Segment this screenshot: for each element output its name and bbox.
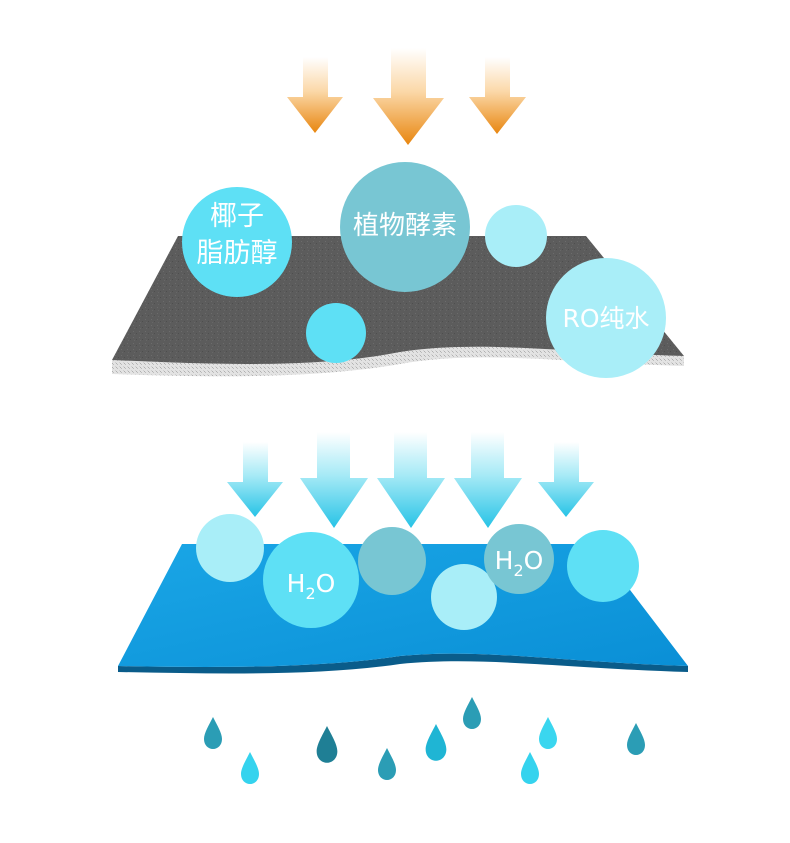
sheet-edge-shadow	[118, 653, 688, 674]
water-droplets	[204, 697, 645, 784]
water-drop-icon	[627, 723, 645, 755]
small-bubble	[196, 514, 264, 582]
small-bubble	[358, 527, 426, 595]
arrow-down-icon	[469, 57, 526, 134]
water-drop-icon	[521, 752, 539, 784]
water-drop-icon	[204, 717, 222, 749]
arrow-down-icon	[454, 432, 522, 528]
coconut-alcohol-bubble	[182, 187, 292, 297]
h2o-label: H2O	[495, 546, 544, 580]
water-drop-icon	[378, 748, 396, 780]
water-drop-icon	[241, 752, 259, 784]
small-bubble	[306, 303, 366, 363]
bottom-bubbles: H2O H2O	[196, 514, 639, 630]
top-bubbles: 椰子 脂肪醇 植物酵素 RO纯水	[182, 162, 666, 378]
water-drop-icon	[425, 724, 447, 761]
coconut-label-line2: 脂肪醇	[197, 238, 278, 269]
arrow-down-icon	[538, 442, 594, 517]
arrow-down-icon	[287, 57, 343, 133]
water-drop-icon	[463, 697, 481, 729]
arrow-down-icon	[227, 442, 283, 517]
ro-water-label: RO纯水	[562, 304, 649, 333]
h2o-bubble	[484, 524, 554, 594]
arrow-down-icon	[300, 432, 368, 528]
top-arrows	[287, 48, 526, 145]
h2o-label: H2O	[287, 569, 336, 603]
arrow-down-icon	[373, 48, 444, 145]
small-bubble	[431, 564, 497, 630]
arrow-down-icon	[377, 432, 445, 528]
ro-water-bubble	[546, 258, 666, 378]
small-bubble	[485, 205, 547, 267]
coconut-label-line1: 椰子	[210, 201, 264, 232]
water-drop-icon	[316, 726, 338, 763]
plant-enzyme-bubble	[340, 162, 470, 292]
water-drop-icon	[539, 717, 557, 749]
small-bubble	[567, 530, 639, 602]
bottom-arrows	[227, 432, 594, 528]
h2o-bubble	[263, 532, 359, 628]
plant-enzyme-label: 植物酵素	[353, 211, 457, 241]
sheet-felt-edge	[112, 346, 684, 377]
